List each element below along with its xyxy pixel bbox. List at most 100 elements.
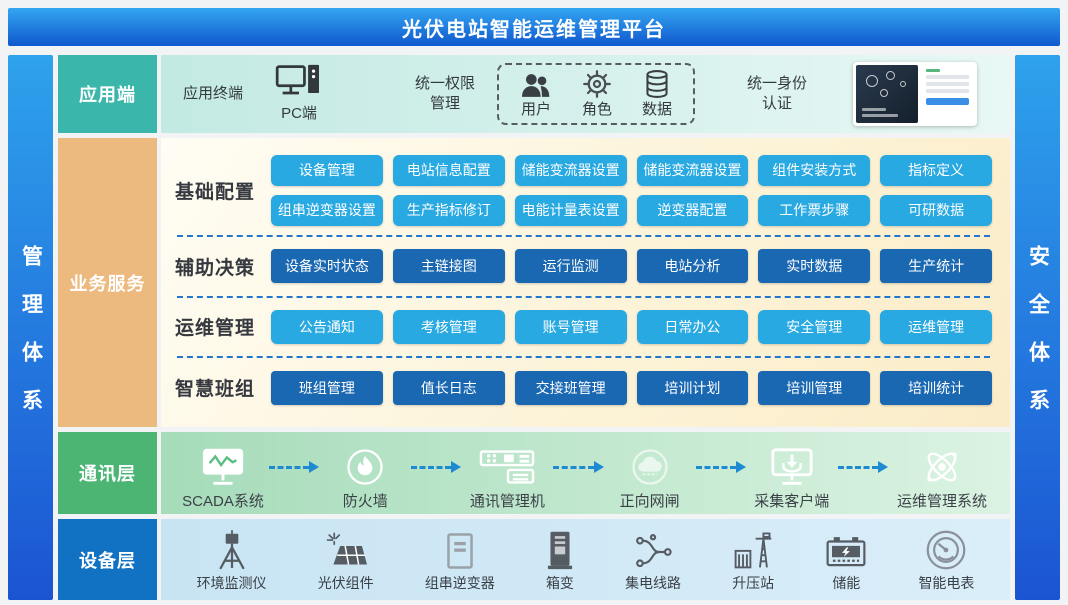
- unified-identity-label: 统一身份 认证: [747, 74, 808, 112]
- smart-team-grid: 班组管理 值长日志 交接班管理 培训计划 培训管理 培训统计: [271, 370, 992, 405]
- device-layer-content: 环境监测仪 光伏组件: [161, 519, 1010, 600]
- module-button[interactable]: 培训管理: [758, 370, 871, 405]
- comm-node-gateway: 正向网闸: [604, 444, 696, 511]
- group-om-management-label: 运维管理: [175, 318, 256, 340]
- app-layer-content: 应用终端 PC端 统一权限 管理: [161, 55, 1010, 133]
- module-button[interactable]: 生产统计: [880, 249, 992, 284]
- flow-arrow: [411, 444, 462, 490]
- business-layer-content: 基础配置 设备管理 电站信息配置 储能变流器设置 储能变流器设置 组件安装方式 …: [161, 138, 1010, 427]
- app-terminal-label: 应用终端: [183, 84, 244, 102]
- module-button[interactable]: 安全管理: [758, 309, 871, 344]
- business-layer-row: 业务服务 基础配置 设备管理 电站信息配置 储能变流器设置 储能变流器设置 组件…: [58, 138, 1010, 427]
- login-screenshot-form: [921, 65, 974, 123]
- database-icon: [646, 69, 668, 98]
- pc-icon: [275, 65, 320, 95]
- module-button[interactable]: 组件安装方式: [758, 154, 871, 186]
- module-button[interactable]: 培训计划: [636, 370, 749, 405]
- dashed-separator: [177, 356, 990, 359]
- pc-client-label: PC端: [281, 105, 317, 123]
- login-screenshot-hero: [856, 65, 919, 123]
- app-layer-row: 应用端 应用终端 PC端 统一权限 管理: [58, 55, 1010, 133]
- module-button[interactable]: 电站信息配置: [392, 154, 505, 186]
- login-screenshot: [853, 62, 978, 126]
- module-button[interactable]: 储能变流器设置: [514, 154, 627, 186]
- permission-scope-box: 用户 角色: [497, 63, 696, 125]
- group-basic-config: 基础配置 设备管理 电站信息配置 储能变流器设置 储能变流器设置 组件安装方式 …: [175, 148, 992, 233]
- box-transformer-icon: [547, 531, 573, 569]
- module-button[interactable]: 考核管理: [392, 309, 505, 344]
- module-button[interactable]: 指标定义: [880, 154, 992, 186]
- module-button[interactable]: 主链接图: [392, 249, 505, 284]
- solar-panel-icon: [326, 532, 367, 565]
- comm-layer-row: 通讯层 SCADA系统: [58, 432, 1010, 514]
- group-om-management: 运维管理 公告通知 考核管理 账号管理 日常办公 安全管理 运维管理: [175, 300, 992, 355]
- module-button[interactable]: 可研数据: [880, 194, 992, 226]
- device-string-inverter: 组串逆变器: [425, 527, 495, 593]
- device-smart-meter: 智能电表: [918, 527, 974, 593]
- module-button[interactable]: 交接班管理: [514, 370, 627, 405]
- comm-server-icon: [480, 450, 535, 484]
- om-management-grid: 公告通知 考核管理 账号管理 日常办公 安全管理 运维管理: [271, 309, 992, 344]
- comm-node-scada: SCADA系统: [177, 444, 269, 511]
- flow-arrow: [837, 444, 889, 490]
- device-pv-module: 光伏组件: [318, 527, 374, 593]
- perm-item-data: 数据: [642, 69, 672, 120]
- device-env-monitor: 环境监测仪: [197, 527, 267, 593]
- module-button[interactable]: 设备管理: [271, 154, 383, 186]
- app-layer-label: 应用端: [58, 55, 157, 133]
- management-system-rail: 管理体系: [8, 55, 53, 600]
- firewall-icon: [347, 449, 383, 485]
- group-smart-team-label: 智慧班组: [175, 379, 256, 401]
- collector-lines-icon: [636, 533, 672, 567]
- module-button[interactable]: 运行监测: [514, 249, 627, 284]
- device-box-transformer: 箱变: [546, 527, 574, 593]
- page-title: 光伏电站智能运维管理平台: [402, 18, 666, 41]
- basic-config-grid: 设备管理 电站信息配置 储能变流器设置 储能变流器设置 组件安装方式 指标定义 …: [271, 154, 992, 226]
- module-button[interactable]: 电能计量表设置: [514, 194, 627, 226]
- collector-client-icon: [771, 448, 813, 485]
- smart-meter-icon: [927, 530, 966, 569]
- group-smart-team: 智慧班组 班组管理 值长日志 交接班管理 培训计划 培训管理 培训统计: [175, 360, 992, 415]
- module-button[interactable]: 运维管理: [880, 309, 992, 344]
- unified-permission-label: 统一权限 管理: [415, 74, 476, 112]
- scada-monitor-icon: [202, 448, 244, 485]
- group-aux-decision-label: 辅助决策: [175, 257, 256, 279]
- module-button[interactable]: 生产指标修订: [392, 194, 505, 226]
- module-button[interactable]: 公告通知: [271, 309, 383, 344]
- string-inverter-icon: [447, 532, 473, 569]
- perm-item-role: 角色: [582, 69, 612, 120]
- flow-arrow: [269, 444, 320, 490]
- dashed-separator: [177, 295, 990, 298]
- module-button[interactable]: 班组管理: [271, 370, 383, 405]
- module-button[interactable]: 逆变器配置: [636, 194, 749, 226]
- device-booster-station: 升压站: [732, 527, 774, 593]
- module-button[interactable]: 设备实时状态: [271, 249, 383, 284]
- device-layer-label: 设备层: [58, 519, 157, 600]
- module-button[interactable]: 培训统计: [880, 370, 992, 405]
- module-button[interactable]: 值长日志: [392, 370, 505, 405]
- module-button[interactable]: 储能变流器设置: [636, 154, 749, 186]
- module-button[interactable]: 账号管理: [514, 309, 627, 344]
- perm-item-user: 用户: [520, 72, 552, 120]
- comm-node-om-system: 运维管理系统: [888, 444, 996, 511]
- module-button[interactable]: 电站分析: [636, 249, 749, 284]
- dashed-separator: [177, 234, 990, 237]
- module-button[interactable]: 日常办公: [636, 309, 749, 344]
- flow-arrow: [553, 444, 604, 490]
- management-system-label: 管理体系: [19, 245, 43, 437]
- module-button[interactable]: 实时数据: [758, 249, 871, 284]
- weather-station-icon: [218, 529, 245, 569]
- platform-title-bar: 光伏电站智能运维管理平台: [8, 8, 1060, 46]
- comm-node-comm-server: 通讯管理机: [461, 444, 553, 511]
- comm-node-collector-client: 采集客户端: [746, 444, 838, 511]
- energy-storage-icon: [826, 536, 866, 566]
- device-collector-line: 集电线路: [625, 527, 681, 593]
- gear-icon: [583, 69, 611, 98]
- security-system-label: 安全体系: [1026, 245, 1050, 437]
- security-system-rail: 安全体系: [1015, 55, 1060, 600]
- module-button[interactable]: 工作票步骤: [758, 194, 871, 226]
- comm-layer-content: SCADA系统 防火墙: [161, 432, 1010, 514]
- business-layer-label: 业务服务: [58, 138, 157, 427]
- users-icon: [522, 73, 550, 97]
- module-button[interactable]: 组串逆变器设置: [271, 194, 383, 226]
